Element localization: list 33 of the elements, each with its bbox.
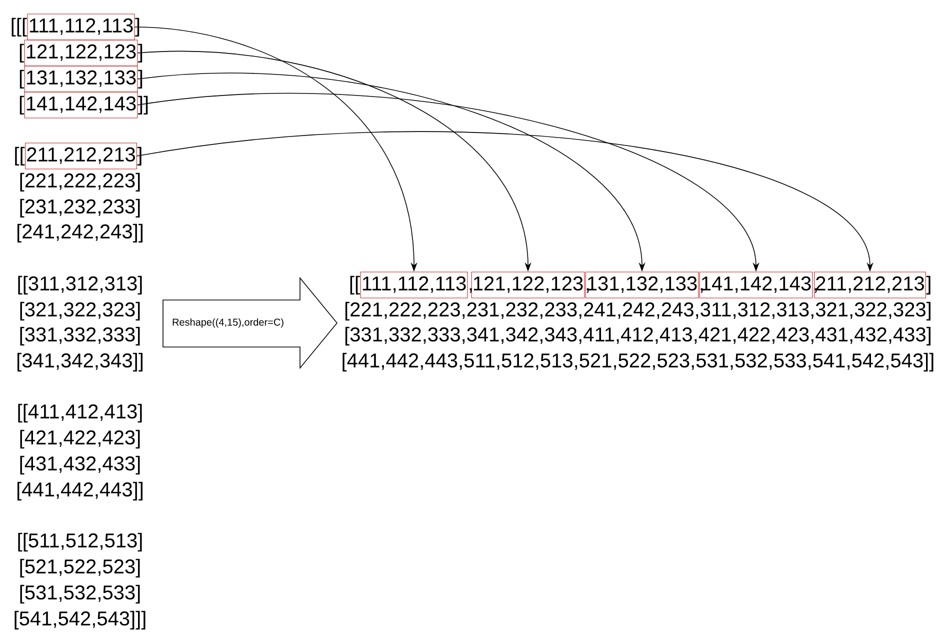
highlight-box: 141,142,143 xyxy=(24,92,138,118)
bracket: [[ xyxy=(350,276,360,294)
bracket: , xyxy=(470,288,472,293)
array-row: [531,532,533] xyxy=(20,584,140,604)
array-row: [[311,312,313] xyxy=(18,276,142,294)
array-row: [[411,412,413] xyxy=(18,404,142,422)
bracket: [ xyxy=(20,96,24,114)
highlight-box: 111,112,113 xyxy=(27,14,135,40)
bracket: , xyxy=(814,288,817,293)
array-row: [421,422,423] xyxy=(20,430,140,448)
array-row: [431,432,433] xyxy=(20,456,140,474)
array-row: [541,542,543]]] xyxy=(14,610,146,630)
highlight-box: 131,132,133 xyxy=(24,66,138,92)
array-row: [441,442,443,511,512,513,521,522,523,531,532,533,541,542,543]] xyxy=(342,352,934,372)
array-row: [341,342,343]] xyxy=(17,352,142,372)
array-row: [221,222,223] xyxy=(20,172,140,192)
array-row: [221,222,223,231,232,233,241,242,243,311,312,313,321,322,323] xyxy=(345,302,930,320)
array-row: [321,322,323] xyxy=(20,302,140,320)
array-row: [231,232,233] xyxy=(20,198,140,218)
highlight-box: 211,212,213 xyxy=(25,142,137,170)
array-row: [331,332,333] xyxy=(20,326,140,346)
highlight-box: 121,122,123 xyxy=(471,272,585,298)
bracket: [ xyxy=(20,44,24,62)
bracket: [ xyxy=(20,70,24,88)
highlight-box: 111,112,113 xyxy=(360,272,468,298)
array-row: [521,522,523] xyxy=(20,558,140,578)
highlight-box: 121,122,123 xyxy=(24,40,138,66)
bracket: [[ xyxy=(15,146,25,166)
array-row: [[511,512,513] xyxy=(18,532,142,552)
array-row: [331,332,333,341,342,343,411,412,413,421,422,423,431,432,433] xyxy=(345,326,930,346)
array-row: [441,442,443]] xyxy=(17,482,142,500)
bracket: [[[ xyxy=(12,18,27,36)
array-row: [241,242,243]] xyxy=(17,224,142,242)
